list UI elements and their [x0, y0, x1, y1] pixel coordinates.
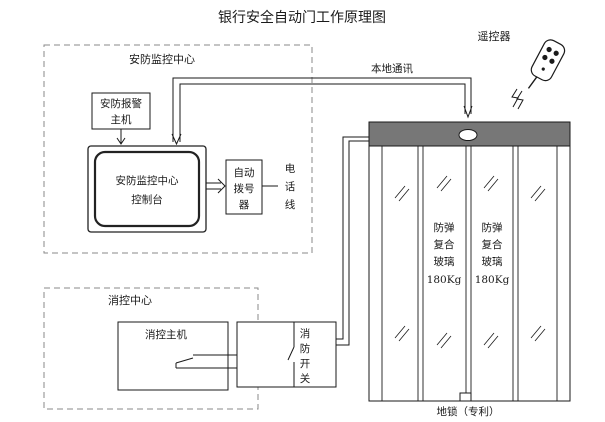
fire-host-label: 消控主机	[145, 328, 187, 341]
diagram-title: 银行安全自动门工作原理图	[218, 9, 386, 26]
fire-switch-label-3: 开	[300, 358, 311, 370]
local-comm-line-outer	[172, 77, 472, 142]
remote-control-icon	[527, 39, 566, 89]
right-glass-weight: 180Kg	[475, 274, 510, 286]
left-glass-label-3: 玻璃	[434, 255, 455, 268]
fire-switch-label-1: 消	[300, 327, 311, 340]
right-glass-label-2: 复合	[482, 238, 503, 251]
security-center-label: 安防监控中心	[129, 52, 195, 66]
auto-dialer-label-3: 器	[239, 199, 250, 211]
local-comm-line-inner	[179, 83, 466, 142]
fire-host-box	[117, 321, 229, 391]
left-glass-label-1: 防弹	[434, 221, 455, 234]
glass-reflections	[394, 175, 546, 349]
door-wire-2	[336, 140, 369, 346]
local-comm-label: 本地通讯	[371, 62, 413, 75]
right-glass-label-3: 玻璃	[482, 255, 503, 268]
fire-center-label: 消控中心	[108, 293, 152, 307]
auto-dialer-box	[225, 159, 263, 215]
fire-switch-box	[236, 321, 337, 388]
fire-switch-icon	[287, 346, 295, 361]
console-label-1: 安防监控中心	[116, 174, 179, 187]
console-monitor-screen	[93, 150, 201, 228]
console-to-dialer-arrow	[217, 178, 226, 194]
auto-dialer-label-1: 自动	[234, 166, 255, 179]
floor-lock-icon	[459, 392, 472, 402]
door-sensor-icon	[458, 129, 478, 141]
door-wire-1	[336, 136, 369, 340]
left-glass-weight: 180Kg	[427, 274, 462, 286]
security-center-frame	[43, 44, 313, 254]
floor-lock-label: 地锁（专利）	[437, 405, 500, 418]
console-label-2: 控制台	[131, 193, 163, 206]
phone-line-label-3: 线	[285, 198, 296, 211]
auto-dialer-label-2: 拨号	[234, 182, 255, 195]
fire-switch-label-4: 关	[300, 372, 311, 385]
alarm-host-label-2: 主机	[111, 113, 132, 126]
door-frame	[368, 145, 571, 402]
alarm-host-label-1: 安防报警	[100, 97, 142, 110]
remote-label: 遥控器	[478, 29, 511, 43]
fire-switch-label-2: 防	[300, 342, 311, 355]
phone-line-label-2: 话	[285, 181, 296, 193]
phone-line-label-1: 电	[285, 162, 296, 175]
signal-wave-icon	[511, 88, 519, 108]
left-glass-label-2: 复合	[434, 238, 455, 251]
right-glass-label-1: 防弹	[482, 221, 503, 234]
